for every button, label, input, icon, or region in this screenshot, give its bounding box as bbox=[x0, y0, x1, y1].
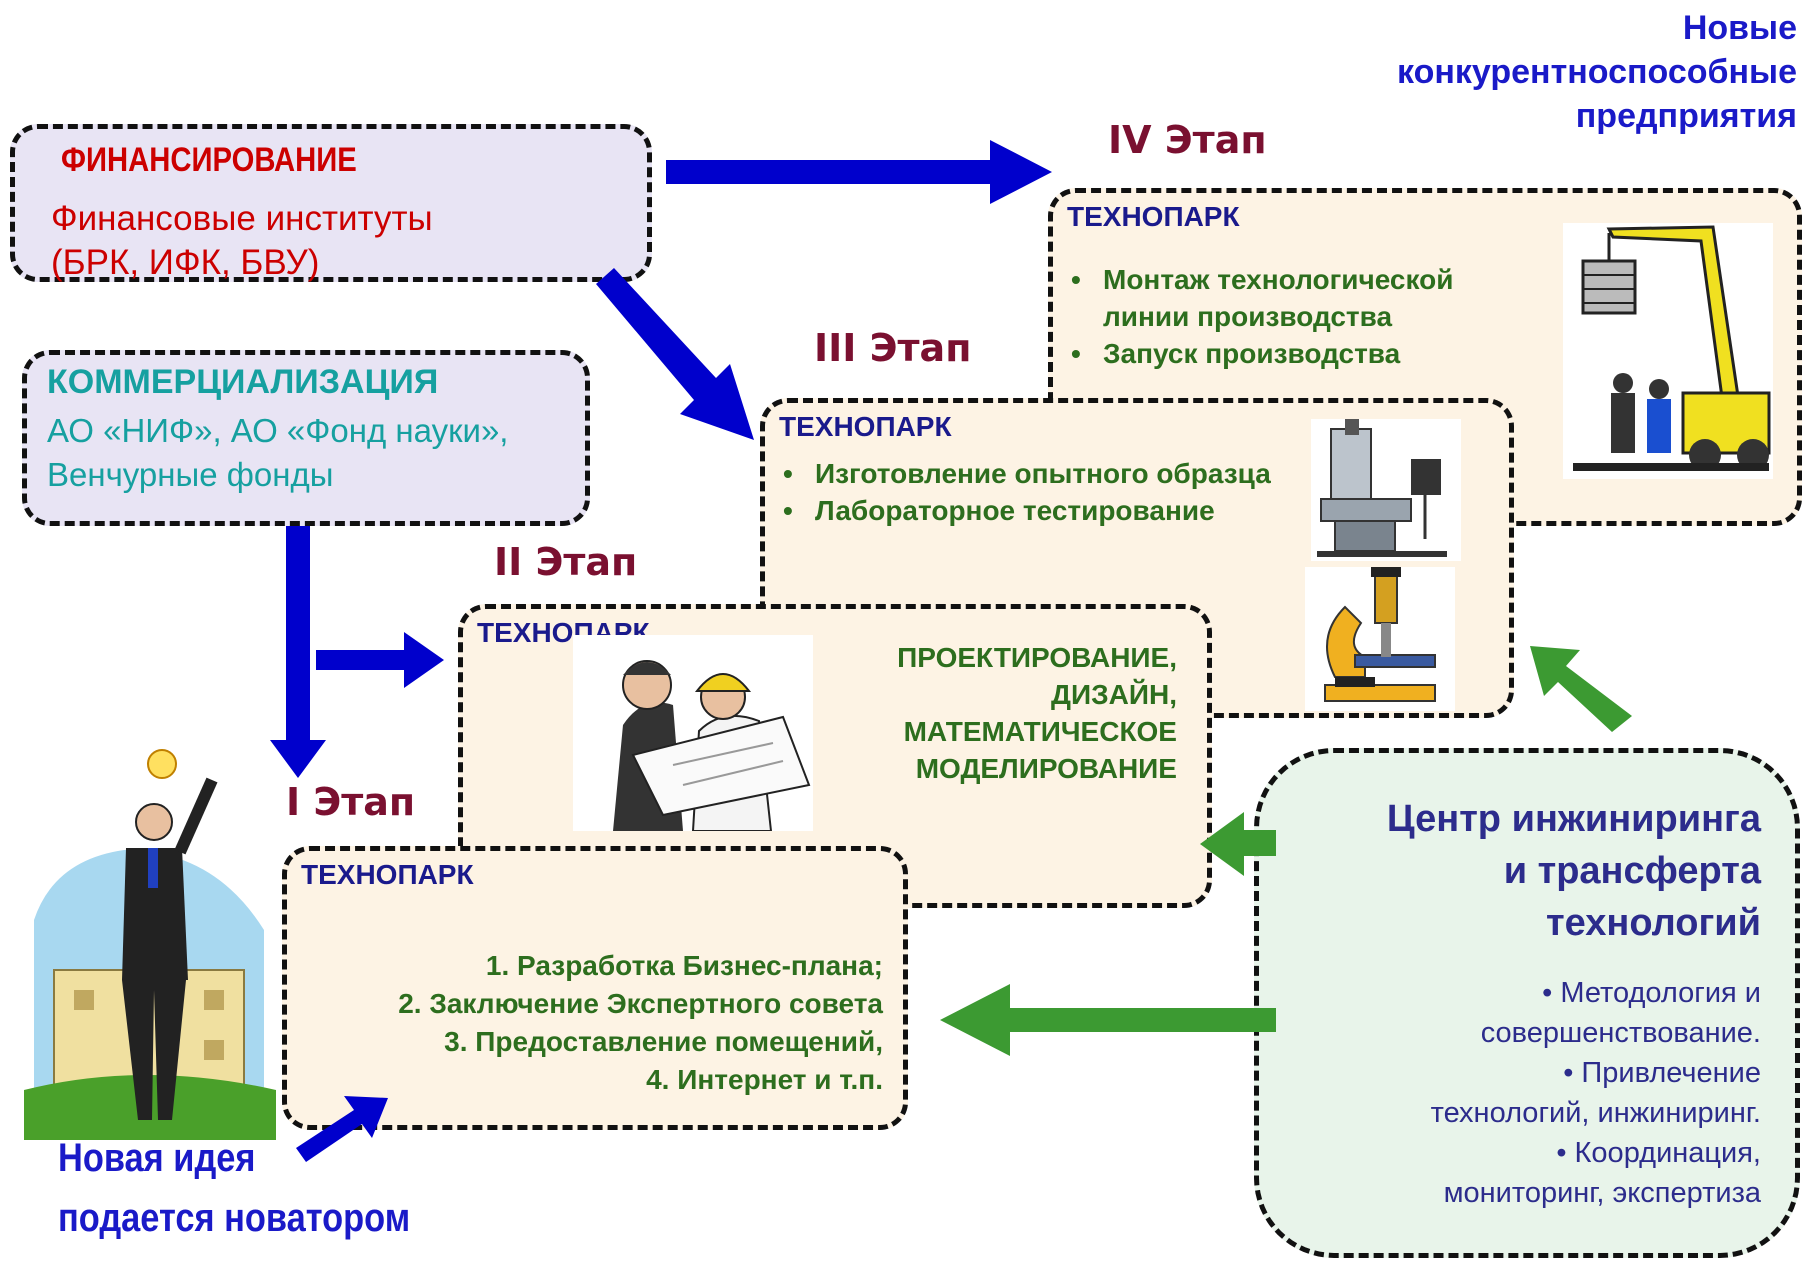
stage-1-box-title: ТЕХНОПАРК bbox=[301, 859, 474, 890]
new-idea-line: подается новатором bbox=[58, 1196, 411, 1240]
new-idea-line: Новая идея bbox=[58, 1136, 256, 1180]
stage-2-item: МОДЕЛИРОВАНИЕ bbox=[915, 753, 1177, 784]
stage-3-label: III Этап bbox=[814, 326, 972, 370]
stage-2-item: ПРОЕКТИРОВАНИЕ, bbox=[897, 642, 1177, 673]
engineering-center-title: Центр инжиниринга и трансферта технологи… bbox=[1387, 793, 1761, 949]
stage-2-text: ПРОЕКТИРОВАНИЕ, ДИЗАЙН, МАТЕМАТИЧЕСКОЕ М… bbox=[897, 639, 1177, 787]
center-item: технологий, инжиниринг. bbox=[1430, 1097, 1761, 1129]
stage-3-item: Лабораторное тестирование bbox=[779, 492, 1279, 529]
arrow-center-to-stage-1 bbox=[940, 984, 1276, 1056]
arrow-center-to-stage-3 bbox=[1530, 646, 1632, 732]
engineers-illustration bbox=[573, 635, 813, 832]
microscope-illustration bbox=[1305, 567, 1455, 711]
new-enterprises-label: Новые конкурентноспособные предприятия bbox=[1397, 6, 1797, 138]
commercialization-box: КОММЕРЦИАЛИЗАЦИЯ АО «НИФ», АО «Фонд наук… bbox=[22, 350, 590, 526]
stage-1-text: 1. Разработка Бизнес-плана; 2. Заключени… bbox=[398, 947, 883, 1099]
financing-line: (БРК, ИФК, БВУ) bbox=[51, 243, 320, 282]
center-title-line: Центр инжиниринга bbox=[1386, 798, 1761, 840]
new-enterprises-line-3: предприятия bbox=[1575, 97, 1797, 135]
center-item: • Координация, bbox=[1556, 1137, 1761, 1169]
center-title-line: и трансферта bbox=[1503, 850, 1761, 892]
financing-line: Финансовые институты bbox=[51, 199, 433, 238]
engineering-center-box: Центр инжиниринга и трансферта технологи… bbox=[1254, 748, 1800, 1258]
new-enterprises-line-2: конкурентноспособные bbox=[1397, 53, 1797, 91]
stage-3-list: Изготовление опытного образца Лабораторн… bbox=[779, 455, 1279, 529]
arrow-financing-to-stage-4 bbox=[666, 140, 1052, 204]
center-item: • Привлечение bbox=[1563, 1057, 1761, 1089]
stage-4-label: IV Этап bbox=[1108, 118, 1267, 162]
stage-2-item: МАТЕМАТИЧЕСКОЕ bbox=[903, 716, 1177, 747]
commercialization-body: АО «НИФ», АО «Фонд науки», Венчурные фон… bbox=[47, 409, 508, 497]
crane-illustration bbox=[1563, 223, 1773, 479]
stage-1-item: 2. Заключение Экспертного совета bbox=[398, 988, 883, 1019]
commercialization-line: Венчурные фонды bbox=[47, 456, 334, 493]
engineering-center-list: • Методология и совершенствование. • При… bbox=[1431, 973, 1761, 1213]
stage-4-item: Монтаж технологической линии производств… bbox=[1067, 261, 1517, 335]
financing-body: Финансовые институты (БРК, ИФК, БВУ) bbox=[51, 197, 433, 285]
arrow-idea-to-stage-1 bbox=[296, 1096, 388, 1162]
stage-3-box-title: ТЕХНОПАРК bbox=[779, 411, 952, 442]
milling-machine-illustration bbox=[1311, 419, 1461, 561]
center-title-line: технологий bbox=[1546, 902, 1761, 944]
stage-2-item: ДИЗАЙН, bbox=[1051, 679, 1177, 710]
stage-4-box-title: ТЕХНОПАРК bbox=[1067, 201, 1240, 232]
stage-4-list: Монтаж технологической линии производств… bbox=[1067, 261, 1517, 372]
arrow-commercialization-to-stage-2 bbox=[316, 632, 444, 688]
center-item: мониторинг, экспертиза bbox=[1443, 1177, 1761, 1209]
center-item: совершенствование. bbox=[1480, 1017, 1761, 1049]
stage-1-item: 3. Предоставление помещений, bbox=[444, 1026, 883, 1057]
financing-heading: ФИНАНСИРОВАНИЕ bbox=[61, 141, 357, 179]
innovator-illustration bbox=[14, 740, 284, 1140]
new-idea-label: Новая идея подается новатором bbox=[58, 1128, 410, 1248]
commercialization-line: АО «НИФ», АО «Фонд науки», bbox=[47, 412, 509, 449]
stage-3-item: Изготовление опытного образца bbox=[779, 455, 1279, 492]
stage-1-box: ТЕХНОПАРК 1. Разработка Бизнес-плана; 2.… bbox=[282, 846, 908, 1130]
stage-1-label: I Этап bbox=[286, 780, 416, 824]
stage-2-label: II Этап bbox=[494, 540, 638, 584]
stage-1-item: 1. Разработка Бизнес-плана; bbox=[485, 950, 883, 981]
arrow-commercialization-down bbox=[270, 526, 326, 778]
arrow-center-to-stage-2 bbox=[1200, 812, 1276, 876]
stage-4-item: Запуск производства bbox=[1067, 335, 1517, 372]
commercialization-heading: КОММЕРЦИАЛИЗАЦИЯ bbox=[47, 363, 439, 401]
new-enterprises-line-1: Новые bbox=[1682, 9, 1797, 47]
center-item: • Методология и bbox=[1542, 977, 1761, 1009]
stage-1-item: 4. Интернет и т.п. bbox=[646, 1064, 883, 1095]
arrow-financing-to-stage-3 bbox=[596, 268, 754, 440]
financing-box: ФИНАНСИРОВАНИЕ Финансовые институты (БРК… bbox=[10, 124, 652, 282]
